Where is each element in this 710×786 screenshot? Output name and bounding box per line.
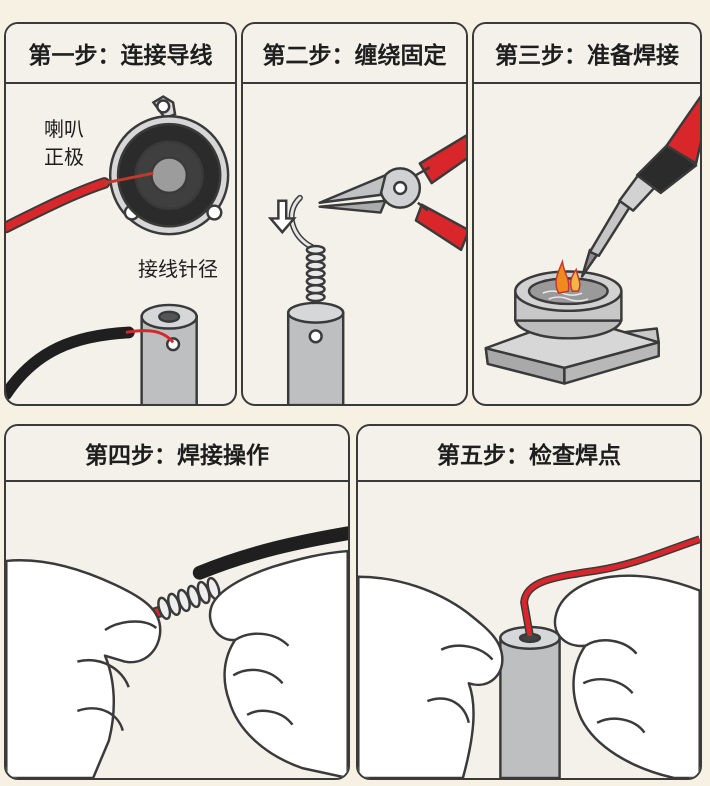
panel-title: 第一步：连接导线 (6, 24, 235, 84)
soldering-prep-illustration (484, 95, 700, 385)
wire-coil (157, 576, 221, 620)
hand-icon (553, 574, 700, 778)
terminal-post (499, 625, 561, 778)
down-arrow-icon (267, 199, 297, 235)
terminal-post (140, 303, 198, 404)
solder-pot-icon (484, 270, 660, 385)
inspect-joint-illustration (358, 535, 700, 778)
panel-title: 第二步：缠绕固定 (243, 24, 466, 84)
panel-title: 第五步：检查焊点 (358, 426, 700, 482)
panel-illustration (243, 84, 466, 404)
speaker-icon (108, 95, 230, 236)
wire-wrapping-illustration (267, 134, 466, 404)
speaker-label-line1: 喇叭 (44, 117, 84, 141)
panel-step-5: 第五步：检查焊点 (356, 424, 702, 780)
panel-title: 第三步：准备焊接 (474, 24, 700, 84)
panel-step-3: 第三步：准备焊接 (472, 22, 702, 406)
panel-step-1: 第一步：连接导线 (4, 22, 237, 406)
black-wire (6, 326, 135, 401)
soldering-operation-illustration (6, 526, 348, 778)
speaker-wiring-illustration (6, 95, 230, 404)
panel-step-4: 第四步：焊接操作 (4, 424, 350, 780)
hand-icon (208, 549, 348, 778)
wire-coil (288, 194, 326, 303)
pliers-icon (318, 134, 466, 252)
panel-illustration (358, 482, 700, 778)
terminal-label: 接线针径 (138, 257, 218, 281)
panel-illustration (6, 482, 348, 778)
soldering-iron-icon (580, 95, 700, 278)
panel-title: 第四步：焊接操作 (6, 426, 348, 482)
panel-illustration (474, 84, 700, 404)
hand-icon (6, 559, 162, 778)
speaker-label-line2: 正极 (44, 145, 84, 169)
panel-illustration (6, 84, 235, 404)
hand-icon (358, 575, 504, 778)
panel-step-2: 第二步：缠绕固定 (241, 22, 468, 406)
flame-icon (555, 258, 581, 294)
black-wire (192, 526, 348, 580)
terminal-post (286, 301, 345, 404)
